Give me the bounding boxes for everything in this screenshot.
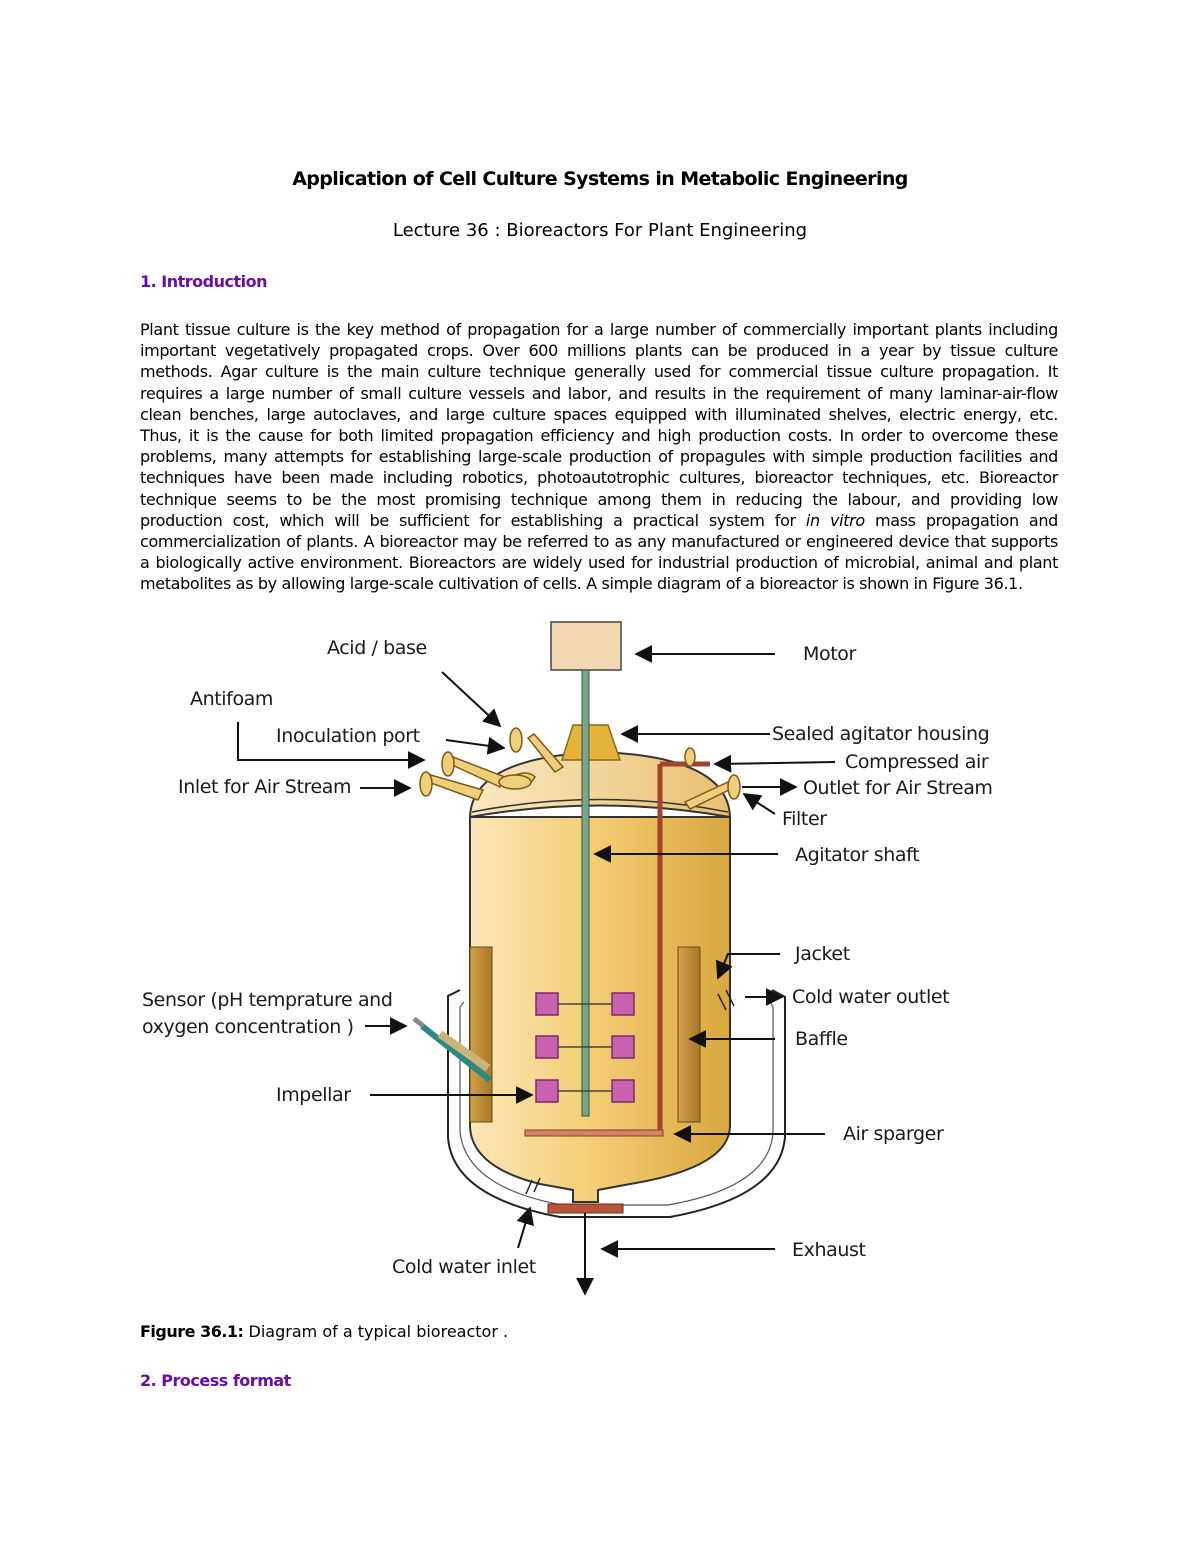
bioreactor-diagram: Acid / base Motor Antifoam Inoculation p…: [142, 621, 993, 1296]
arrow-jacket: [715, 953, 780, 980]
arrow-compressed-air: [713, 754, 836, 773]
agitator-shaft: [581, 669, 590, 1117]
label-impellar: Impellar: [276, 1084, 351, 1106]
label-sensor-line-1: Sensor (pH temprature and: [142, 989, 393, 1011]
label-baffle: Baffle: [795, 1028, 848, 1050]
arrow-inoculation: [445, 736, 506, 755]
label-agitator-shaft: Agitator shaft: [795, 844, 919, 866]
section-heading-process-format: 2. Process format: [140, 1371, 291, 1390]
caption-text: Diagram of a typical bioreactor .: [243, 1322, 509, 1341]
impeller-group: [535, 992, 635, 1103]
label-motor: Motor: [803, 643, 856, 665]
label-sensor-line-2: oxygen concentration ): [142, 1016, 354, 1038]
figure-caption: Figure 36.1: Diagram of a typical biorea…: [140, 1322, 508, 1341]
intro-text-part-1: Plant tissue culture is the key method o…: [140, 320, 1058, 530]
page-subtitle: Lecture 36 : Bioreactors For Plant Engin…: [392, 220, 808, 241]
arrow-antifoam: [237, 722, 426, 769]
label-acid-base: Acid / base: [327, 637, 427, 659]
label-jacket: Jacket: [794, 943, 850, 965]
intro-text-part-2: mass propagation and commercialization o…: [140, 510, 1058, 594]
arrow-filter: [742, 793, 776, 815]
agitator-housing: [560, 724, 622, 761]
label-compressed-air: Compressed air: [845, 751, 989, 773]
exhaust-flange: [547, 1203, 624, 1214]
section-heading-introduction: 1. Introduction: [140, 272, 268, 291]
inlet-ports: [419, 727, 565, 801]
vessel-body: [469, 816, 731, 1203]
label-cold-water-inlet: Cold water inlet: [392, 1256, 536, 1278]
jacket-inner-outline: [459, 1001, 774, 1206]
label-antifoam: Antifoam: [190, 688, 273, 710]
label-outlet-air-stream: Outlet for Air Stream: [803, 777, 993, 799]
label-exhaust: Exhaust: [792, 1239, 866, 1261]
outlet-port: [683, 747, 741, 810]
arrow-acid-base: [441, 671, 502, 728]
baffle-right: [677, 946, 701, 1123]
caption-label: Figure 36.1:: [140, 1322, 244, 1341]
arrow-cold-water-inlet: [516, 1206, 534, 1249]
intro-text-italic: in vitro: [805, 510, 865, 530]
sensor-probe: [420, 1023, 492, 1083]
page-title: Application of Cell Culture Systems in M…: [292, 168, 908, 190]
jacket-outline: [447, 989, 786, 1218]
label-inlet-air-stream: Inlet for Air Stream: [178, 776, 351, 798]
motor-box: [550, 621, 622, 671]
label-inoculation-port: Inoculation port: [276, 725, 420, 747]
air-sparger-pipe: [524, 1129, 664, 1137]
label-cold-water-outlet: Cold water outlet: [792, 986, 949, 1008]
label-air-sparger: Air sparger: [843, 1123, 944, 1145]
introduction-paragraph: Plant tissue culture is the key method o…: [140, 319, 1058, 595]
label-filter: Filter: [782, 808, 827, 830]
label-sealed-agitator-housing: Sealed agitator housing: [772, 723, 989, 745]
